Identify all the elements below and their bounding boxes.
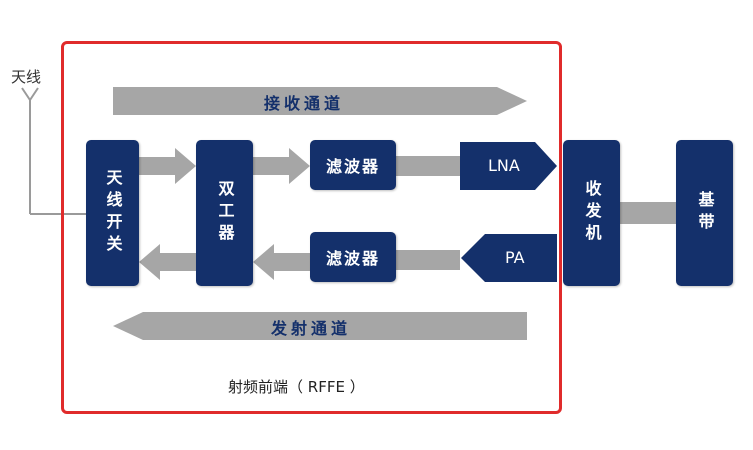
connector-transceiver-baseband (620, 202, 676, 224)
filter-rx-label: 滤波器 (325, 157, 380, 176)
receive-channel-label: 接收通道 (264, 94, 345, 113)
transceiver-label: 收发机 (582, 180, 602, 246)
pa-block-shape (461, 234, 557, 282)
rffe-caption: 射频前端（ RFFE ） (228, 378, 365, 396)
antenna-switch-label: 天线开关 (103, 169, 123, 257)
connector-filter-lna (396, 156, 460, 176)
rffe-frame (61, 41, 562, 414)
pa-label: PA (505, 248, 525, 267)
lna-label: LNA (488, 156, 520, 175)
duplexer-block: 双工器 (196, 140, 253, 286)
filter-tx-block: 滤波器 (310, 232, 396, 282)
tx-arrow-filter-duplexer (253, 244, 310, 280)
transmit-channel-label: 发射通道 (271, 319, 352, 338)
antenna-icon (21, 87, 86, 215)
transceiver-block: 收发机 (563, 140, 620, 286)
lna-block-shape (460, 142, 557, 190)
rx-arrow-switch-duplexer (139, 148, 196, 184)
transmit-channel-arrow (113, 312, 527, 340)
tx-arrow-duplexer-switch (139, 244, 196, 280)
antenna-switch-block: 天线开关 (86, 140, 139, 286)
antenna-label: 天线 (11, 68, 42, 86)
filter-tx-label: 滤波器 (325, 249, 380, 268)
receive-channel-arrow (113, 87, 527, 115)
duplexer-label: 双工器 (215, 180, 235, 246)
rx-arrow-duplexer-filter (253, 148, 310, 184)
connector-filter-pa (396, 250, 460, 270)
baseband-label: 基带 (695, 191, 715, 235)
filter-rx-block: 滤波器 (310, 140, 396, 190)
baseband-block: 基带 (676, 140, 733, 286)
